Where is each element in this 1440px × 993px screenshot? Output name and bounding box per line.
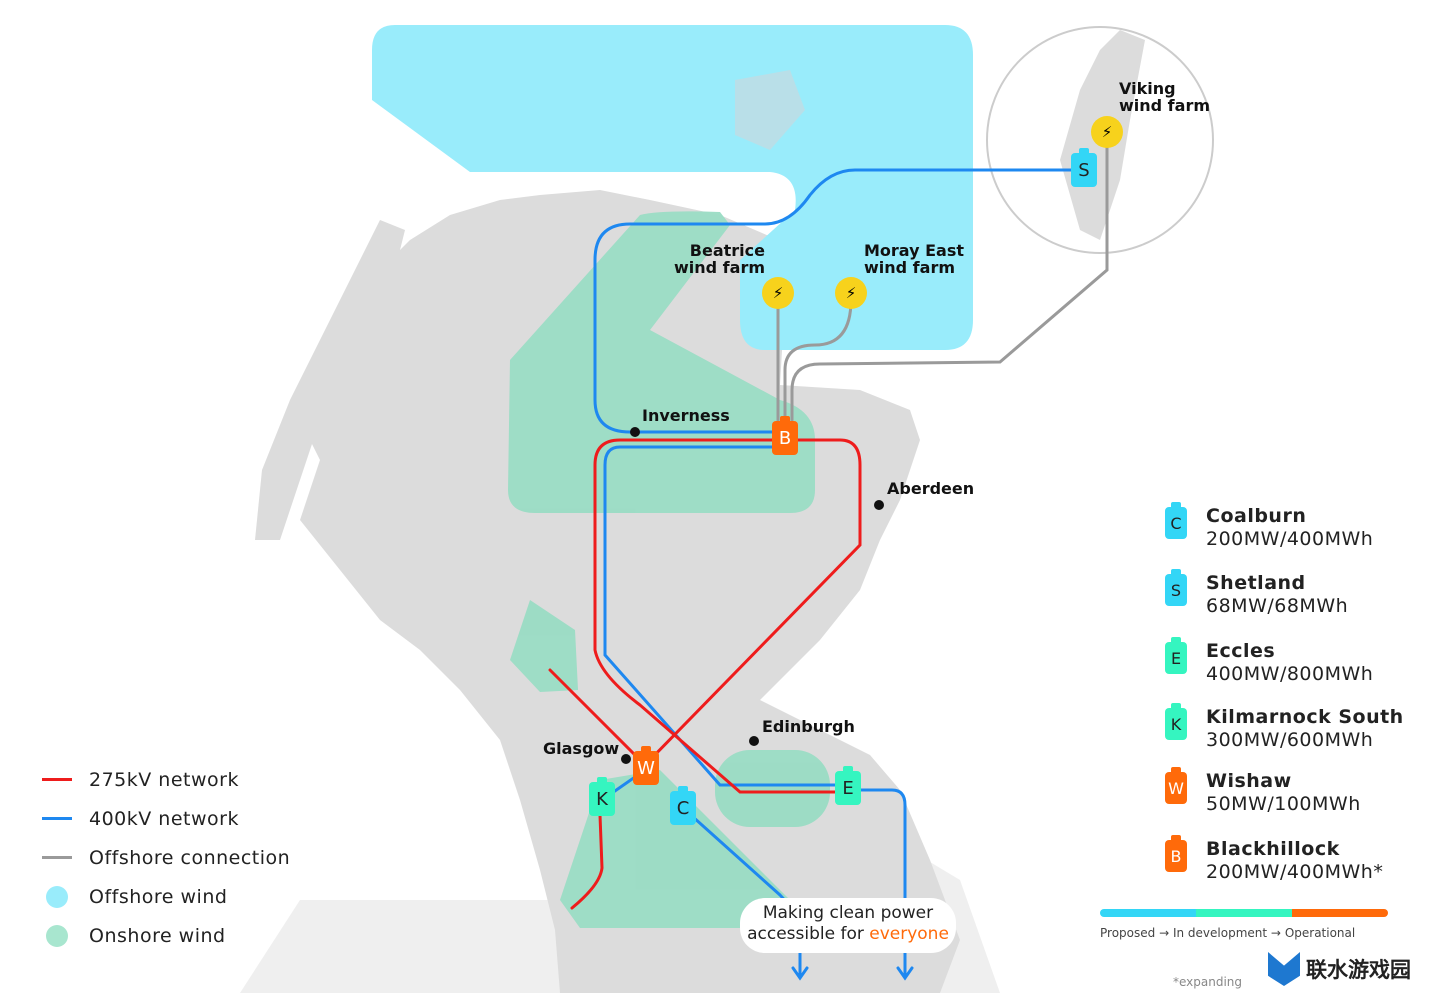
tagline-line1: Making clean power [762, 903, 934, 923]
site-name: Blackhillock [1206, 838, 1340, 860]
legend-label: Offshore connection [89, 846, 291, 869]
green-dot-icon [46, 924, 68, 947]
tagline-highlight: everyone [869, 924, 949, 944]
watermark-text: 联水游戏园 [1306, 958, 1411, 982]
onshore-wind-zones [508, 211, 830, 928]
outer-hebrides [255, 220, 405, 540]
battery-wishaw: W [633, 746, 659, 785]
watermark-logo-icon [1268, 952, 1300, 986]
site-name: Kilmarnock South [1206, 706, 1404, 728]
battery-icon: B [1165, 835, 1187, 872]
legend-400kv: 400kV network [42, 799, 290, 838]
battery-kilmarnock: K [589, 777, 615, 816]
wind-turbine-icon: ⚡ [762, 277, 794, 309]
site-capacity: 200MW/400MWh [1206, 528, 1374, 550]
275kv-lines [548, 438, 862, 910]
site-name: Shetland [1206, 572, 1306, 594]
network-legend: 275kV network 400kV network Offshore con… [42, 760, 290, 955]
legend-onshore-wind: Onshore wind [42, 916, 290, 955]
legend-label: Onshore wind [89, 924, 226, 947]
legend-label: Offshore wind [89, 885, 228, 908]
inverness-label: Inverness [642, 406, 730, 425]
watermark: 联水游戏园 [1268, 952, 1411, 986]
battery-icon: K [1165, 703, 1187, 740]
gray-line-icon [42, 856, 72, 859]
glasgow-label: Glasgow [543, 739, 620, 758]
site-name: Wishaw [1206, 770, 1292, 792]
offshore-wind-zone [372, 25, 973, 350]
footnote: *expanding [1173, 975, 1243, 989]
city-markers [621, 427, 884, 764]
site-capacity: 50MW/100MWh [1206, 793, 1361, 815]
cyan-dot-icon [46, 885, 68, 908]
aberdeen-label: Aberdeen [887, 479, 975, 498]
moray-label: Moray East wind farm [864, 241, 965, 277]
red-line-icon [42, 778, 72, 781]
battery-eccles: E [835, 766, 861, 805]
offshore-connection-lines [776, 138, 1109, 422]
battery-shetland: S [1071, 148, 1097, 187]
tagline: Making clean power accessible for everyo… [740, 898, 956, 953]
wind-turbine-icon: ⚡ [835, 277, 867, 309]
stage-proposed: Proposed [1100, 926, 1156, 940]
arrow-right-icon: → [1159, 926, 1170, 940]
site-capacity: 300MW/600MWh [1206, 729, 1374, 751]
stage-labels: Proposed → In development → Operational [1100, 926, 1355, 940]
orkney-on-sea [735, 70, 805, 150]
legend-label: 400kV network [89, 807, 239, 830]
site-capacity: 400MW/800MWh [1206, 663, 1374, 685]
arrow-right-icon: → [1270, 926, 1281, 940]
site-name: Coalburn [1206, 505, 1307, 527]
site-capacity: 200MW/400MWh* [1206, 861, 1384, 883]
battery-icon: W [1165, 767, 1187, 804]
battery-icon: C [1165, 502, 1187, 539]
legend-275kv: 275kV network [42, 760, 290, 799]
legend-offshore-connection: Offshore connection [42, 838, 290, 877]
legend-offshore-wind: Offshore wind [42, 877, 290, 916]
battery-coalburn: C [670, 786, 696, 825]
wind-turbine-icon: ⚡ [1091, 116, 1123, 148]
site-capacity: 68MW/68MWh [1206, 595, 1349, 617]
edinburgh-label: Edinburgh [762, 717, 855, 736]
stage-development: In development [1172, 926, 1268, 940]
tagline-text: accessible for [747, 924, 870, 944]
stage-operational: Operational [1284, 926, 1356, 940]
battery-icon: S [1165, 569, 1187, 606]
viking-label: Viking wind farm [1119, 79, 1210, 115]
battery-blackhillock: B [772, 416, 798, 455]
site-name: Eccles [1206, 640, 1276, 662]
tagline-line2: accessible for everyone [740, 924, 956, 945]
legend-label: 275kV network [89, 768, 239, 791]
stage-progress-bar [1100, 909, 1388, 917]
shetland-inset-circle [986, 26, 1214, 254]
battery-icon: E [1165, 637, 1187, 674]
beatrice-label: Beatrice wind farm [674, 241, 765, 277]
blue-line-icon [42, 817, 72, 820]
